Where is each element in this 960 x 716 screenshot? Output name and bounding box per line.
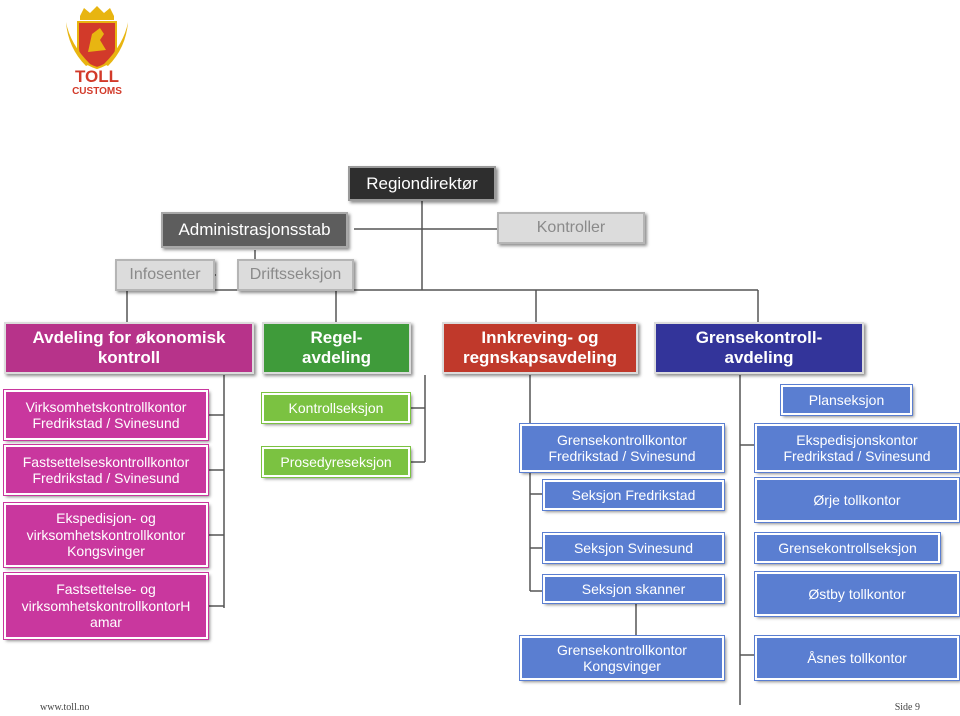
collection-unit: Seksjon Fredrikstad bbox=[542, 479, 725, 511]
economic-unit: Fastsettelseskontrollkontor Fredrikstad … bbox=[3, 444, 209, 496]
economic-unit: Ekspedisjon- og virksomhetskontrollkonto… bbox=[3, 502, 209, 568]
border-unit: Ekspedisjonskontor Fredrikstad / Svinesu… bbox=[754, 423, 960, 473]
collection-unit: Seksjon skanner bbox=[542, 574, 725, 604]
border-unit: Ørje tollkontor bbox=[754, 477, 960, 523]
admin-staff-box: Administrasjonsstab bbox=[161, 212, 348, 248]
collection-unit: Grensekontrollkontor Kongsvinger bbox=[519, 635, 725, 681]
economic-unit: Fastsettelse- og virksomhetskontrollkont… bbox=[3, 572, 209, 640]
operations-section-box: Driftsseksjon bbox=[237, 259, 354, 291]
rules-unit: Prosedyreseksjon bbox=[261, 446, 411, 478]
department-collection-accounting: Innkreving- og regnskapsavdeling bbox=[442, 322, 638, 374]
border-unit: Grensekontrollseksjon bbox=[754, 532, 941, 564]
economic-unit: Virksomhetskontrollkontor Fredrikstad / … bbox=[3, 389, 209, 441]
svg-text:TOLL: TOLL bbox=[75, 67, 119, 86]
regional-director-box: Regiondirektør bbox=[348, 166, 496, 201]
department-border-control: Grensekontroll- avdeling bbox=[654, 322, 864, 374]
footer-url: www.toll.no bbox=[40, 702, 90, 713]
border-unit: Åsnes tollkontor bbox=[754, 635, 960, 681]
rules-unit: Kontrollseksjon bbox=[261, 392, 411, 424]
footer-page-number: Side 9 bbox=[894, 702, 920, 713]
toll-customs-logo: TOLL CUSTOMS bbox=[66, 6, 128, 97]
border-unit: Planseksjon bbox=[780, 384, 913, 416]
border-unit: Østby tollkontor bbox=[754, 571, 960, 617]
info-center-box: Infosenter bbox=[115, 259, 215, 291]
department-rules: Regel- avdeling bbox=[262, 322, 411, 374]
collection-unit: Grensekontrollkontor Fredrikstad / Svine… bbox=[519, 423, 725, 473]
collection-unit: Seksjon Svinesund bbox=[542, 532, 725, 564]
controller-box: Kontroller bbox=[497, 212, 645, 244]
department-economic-control: Avdeling for økonomisk kontroll bbox=[4, 322, 254, 374]
svg-text:CUSTOMS: CUSTOMS bbox=[72, 86, 122, 97]
